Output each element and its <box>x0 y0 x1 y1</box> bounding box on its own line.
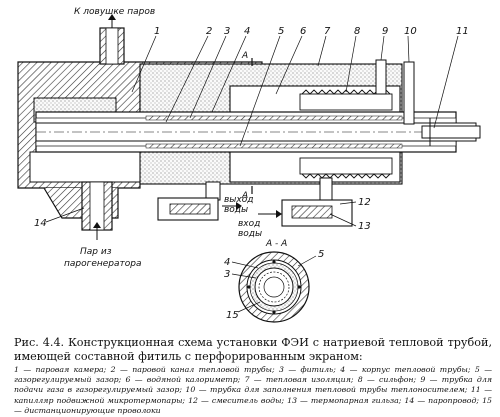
callout-10: 10 <box>404 26 417 37</box>
callout-2: 2 <box>206 26 212 37</box>
water-outlet <box>157 181 242 221</box>
filling-tube <box>403 61 415 125</box>
section-callout-3: 3 <box>224 269 230 280</box>
vapor-outlet-pipe <box>99 14 125 65</box>
caption-legend: 1 — паровая камера; 2 — паровой канал те… <box>14 365 492 415</box>
label-to-steam-trap: К ловушке паров <box>74 7 155 17</box>
callout-4: 4 <box>244 26 250 37</box>
bellows <box>299 89 393 179</box>
leader-lines <box>45 35 459 313</box>
callout-11: 11 <box>456 26 469 37</box>
steam-line <box>81 181 113 240</box>
heat-pipe <box>35 111 477 153</box>
label-water-out-2: воды <box>224 205 248 215</box>
caption-title: Рис. 4.4. Конструкционная схема установк… <box>14 336 492 363</box>
callout-6: 6 <box>300 26 306 37</box>
heat-pipe-diagram: К ловушке паров Пар из парогенератора вы… <box>17 7 481 323</box>
section-callout-4: 4 <box>224 257 230 268</box>
callout-13: 13 <box>358 221 371 232</box>
label-water-out-1: выход <box>224 195 253 205</box>
cross-section <box>238 251 310 323</box>
callout-9: 9 <box>382 26 388 37</box>
label-section-mark-top: А <box>241 51 248 61</box>
water-mixer <box>258 177 353 227</box>
figure-caption: Рис. 4.4. Конструкционная схема установк… <box>14 336 492 416</box>
callout-7: 7 <box>324 26 331 37</box>
callout-3: 3 <box>224 26 230 37</box>
callout-1: 1 <box>154 26 160 37</box>
gas-feed-tube <box>375 59 387 95</box>
capillary-tube <box>421 118 481 146</box>
callout-12: 12 <box>358 197 371 208</box>
callout-14: 14 <box>34 218 47 229</box>
callout-5: 5 <box>278 26 284 37</box>
section-callout-15: 15 <box>226 310 239 321</box>
label-steam-from-1: Пар из <box>80 247 112 257</box>
label-water-in-2: воды <box>238 229 262 239</box>
label-water-in-1: вход <box>238 219 260 229</box>
callout-8: 8 <box>354 26 360 37</box>
label-section-mark-bottom: А <box>241 191 248 201</box>
label-section: А - А <box>265 239 287 249</box>
section-callout-5: 5 <box>318 249 324 260</box>
label-steam-from-2: парогенератора <box>64 259 142 269</box>
